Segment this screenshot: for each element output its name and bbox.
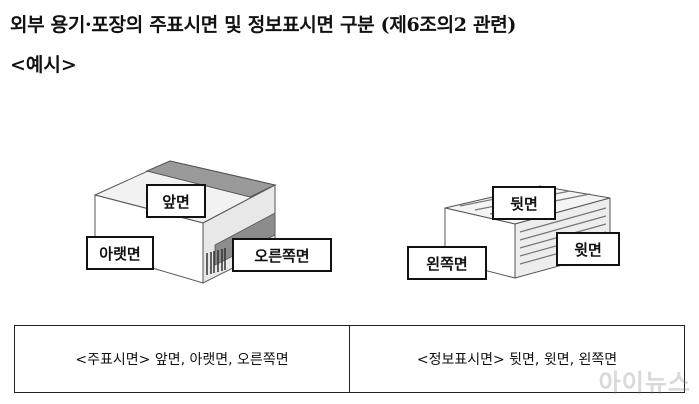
label-left: 왼쪽면	[407, 246, 487, 280]
classification-table: <주표시면> 앞면, 아랫면, 오른쪽면 <정보표시면> 뒷면, 윗면, 왼쪽면	[14, 325, 685, 393]
document-subtitle: <예시>	[10, 54, 77, 76]
label-top: 윗면	[556, 232, 620, 266]
label-front: 앞면	[146, 184, 206, 218]
main-display-cell: <주표시면> 앞면, 아랫면, 오른쪽면	[75, 352, 289, 368]
label-right: 오른쪽면	[232, 238, 332, 272]
watermark: 아이뉴스	[598, 369, 691, 397]
info-display-cell: <정보표시면> 뒷면, 윗면, 왼쪽면	[349, 326, 684, 392]
label-back: 뒷면	[492, 186, 556, 220]
label-bottom: 아랫면	[86, 236, 154, 270]
document-title: 외부 용기·포장의 주표시면 및 정보표시면 구분 (제6조의2 관련)	[10, 14, 517, 36]
